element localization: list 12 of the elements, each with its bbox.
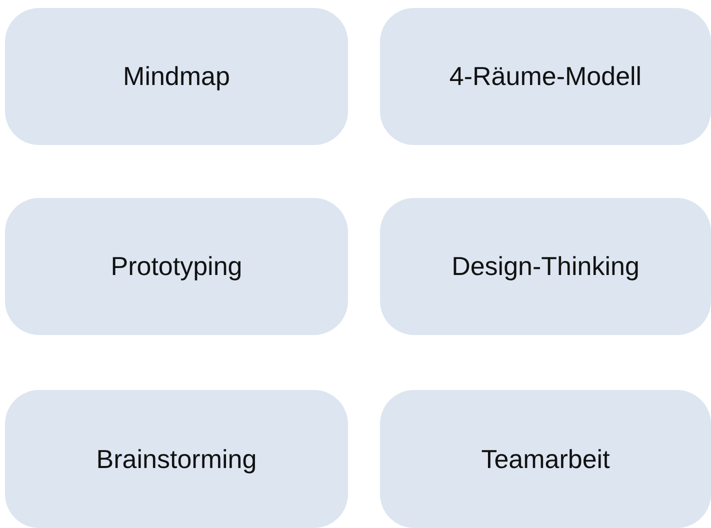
box-label: 4-Räume-Modell: [449, 61, 642, 92]
box-label: Design-Thinking: [452, 251, 640, 282]
rounded-box: [380, 198, 711, 335]
rounded-box: [5, 198, 348, 335]
box-label: Brainstorming: [96, 444, 257, 474]
box-label: Prototyping: [110, 251, 242, 282]
rounded-box: [5, 8, 348, 145]
rounded-box: [5, 390, 348, 528]
rounded-box: [380, 8, 711, 145]
rounded-box: [380, 390, 711, 528]
box-label: Teamarbeit: [481, 444, 610, 474]
box-label: Mindmap: [123, 61, 230, 92]
